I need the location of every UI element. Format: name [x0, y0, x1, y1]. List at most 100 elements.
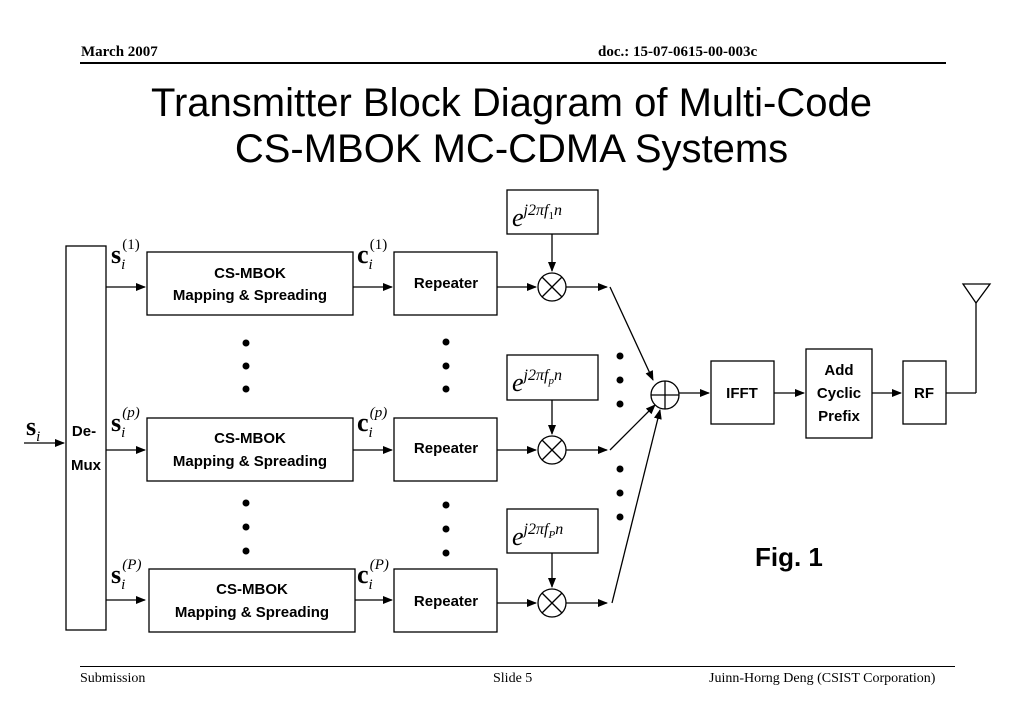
dots-combiner-lower-3: [616, 513, 624, 521]
cyclic-prefix-label-3: Prefix: [818, 408, 860, 425]
input-symbol-sub: i: [36, 429, 40, 445]
header-date: March 2007: [81, 44, 158, 60]
osc-p-n: n: [554, 367, 562, 384]
repeater-block-P: [393, 568, 498, 633]
s-label-1-sub: i: [121, 257, 125, 273]
dots-repeater-upper-2: [442, 362, 450, 370]
header-doc-id: doc.: 15-07-0615-00-003c: [598, 44, 758, 60]
dots-mapping-lower-3: [242, 547, 250, 555]
dots-mapping-upper-2: [242, 362, 250, 370]
c-label-p-base: c: [357, 408, 369, 437]
input-symbol: si: [26, 412, 40, 445]
mapping-block-P: [148, 568, 356, 633]
input-symbol-s: s: [26, 412, 36, 441]
osc-P-sub: P: [547, 529, 555, 541]
osc-p-sub: p: [547, 375, 554, 387]
osc-1-base: e: [512, 203, 524, 232]
mixer-1-cross-b: [541, 276, 563, 298]
c-label-P-base: c: [357, 560, 369, 589]
title-line-1: Transmitter Block Diagram of Multi-Code: [151, 81, 872, 125]
antenna-icon: [961, 283, 992, 305]
mixer-p-cross-b: [541, 439, 563, 461]
mapping-label-pa: CS-MBOK: [214, 430, 286, 447]
repeater-block-p: [393, 417, 498, 482]
oscillator-box-p: [506, 354, 599, 401]
footer-author: Juinn-Horng Deng (CSIST Corporation): [709, 671, 936, 686]
s-label-P-sup: (P): [122, 557, 141, 573]
c-label-1-sub: i: [369, 257, 373, 273]
dots-mapping-upper-3: [242, 385, 250, 393]
osc-P-n: n: [555, 521, 563, 538]
mixer-P-cross-b: [541, 592, 563, 614]
header-rule: [80, 62, 946, 64]
rf-label: RF: [914, 385, 934, 402]
s-label-1: si (1): [111, 237, 140, 273]
mapping-label-pb: Mapping & Spreading: [173, 453, 327, 470]
s-label-1-sup: (1): [122, 237, 140, 253]
c-label-P-sub: i: [369, 577, 373, 593]
dots-repeater-upper-3: [442, 385, 450, 393]
dots-combiner-upper-3: [616, 400, 624, 408]
slide-title: Transmitter Block Diagram of Multi-Code …: [0, 80, 1023, 172]
dots-repeater-upper-1: [442, 338, 450, 346]
c-label-p-sub: i: [369, 425, 373, 441]
osc-p-base: e: [512, 368, 524, 397]
arrow-to-adder-p: [609, 404, 656, 451]
osc-p-exp: j2πf: [522, 367, 551, 384]
s-label-p-base: s: [111, 408, 121, 437]
mapping-label-1a: CS-MBOK: [214, 265, 286, 282]
s-label-P-base: s: [111, 560, 121, 589]
s-label-P: si (P): [111, 557, 141, 593]
mapping-block-1: [146, 251, 354, 316]
c-label-1-base: c: [357, 240, 369, 269]
s-label-p-sub: i: [121, 425, 125, 441]
mapping-label-Pb: Mapping & Spreading: [175, 604, 329, 621]
s-label-1-base: s: [111, 240, 121, 269]
osc-1-exp: j2πf: [522, 202, 551, 219]
s-label-p-sup: (p): [122, 405, 140, 421]
footer-slide-number: Slide 5: [493, 671, 533, 686]
demux-label-line-1: De-: [72, 423, 96, 440]
s-label-p: si (p): [111, 405, 140, 441]
dots-combiner-upper-2: [616, 376, 624, 384]
dots-combiner-lower-1: [616, 465, 624, 473]
footer-submission: Submission: [80, 671, 146, 686]
osc-1-n: n: [554, 202, 562, 219]
osc-1-sub: 1: [548, 210, 554, 222]
dots-mapping-lower-1: [242, 499, 250, 507]
cyclic-prefix-label-2: Cyclic: [817, 385, 861, 402]
oscillator-expr-1: ej2πf1n: [512, 202, 562, 232]
osc-P-exp: j2πf: [522, 521, 551, 538]
title-line-2: CS-MBOK MC-CDMA Systems: [234, 127, 789, 171]
ellipsis-dots: [242, 338, 624, 557]
repeater-label-1: Repeater: [414, 275, 478, 292]
c-label-P-sup: (P): [370, 557, 389, 573]
arrow-to-adder-P: [611, 409, 662, 604]
demux-block: [65, 245, 107, 631]
repeater-block-1: [393, 251, 498, 316]
repeater-label-p: Repeater: [414, 440, 478, 457]
dots-combiner-lower-2: [616, 489, 624, 497]
dots-repeater-lower-2: [442, 525, 450, 533]
dots-repeater-lower-1: [442, 501, 450, 509]
ifft-label: IFFT: [726, 385, 758, 402]
c-label-p-sup: (p): [370, 405, 388, 421]
c-label-1: ci(1): [357, 237, 387, 273]
c-label-P: ci (P): [357, 557, 389, 593]
oscillator-box-P: [506, 508, 599, 554]
mapping-block-p: [146, 417, 354, 482]
demux-label-line-2: Mux: [71, 457, 102, 474]
osc-P-base: e: [512, 522, 524, 551]
cyclic-prefix-block: [805, 348, 873, 439]
figure-label: Fig. 1: [755, 542, 823, 572]
arrow-to-adder-1: [609, 286, 654, 381]
s-label-P-sub: i: [121, 577, 125, 593]
repeater-label-P: Repeater: [414, 593, 478, 610]
ifft-block: [710, 360, 775, 425]
dots-repeater-lower-3: [442, 549, 450, 557]
dots-combiner-upper-1: [616, 352, 624, 360]
cyclic-prefix-label-1: Add: [824, 362, 853, 379]
oscillator-expr-P: ej2πfPn: [512, 521, 563, 551]
footer-rule: [80, 666, 955, 667]
